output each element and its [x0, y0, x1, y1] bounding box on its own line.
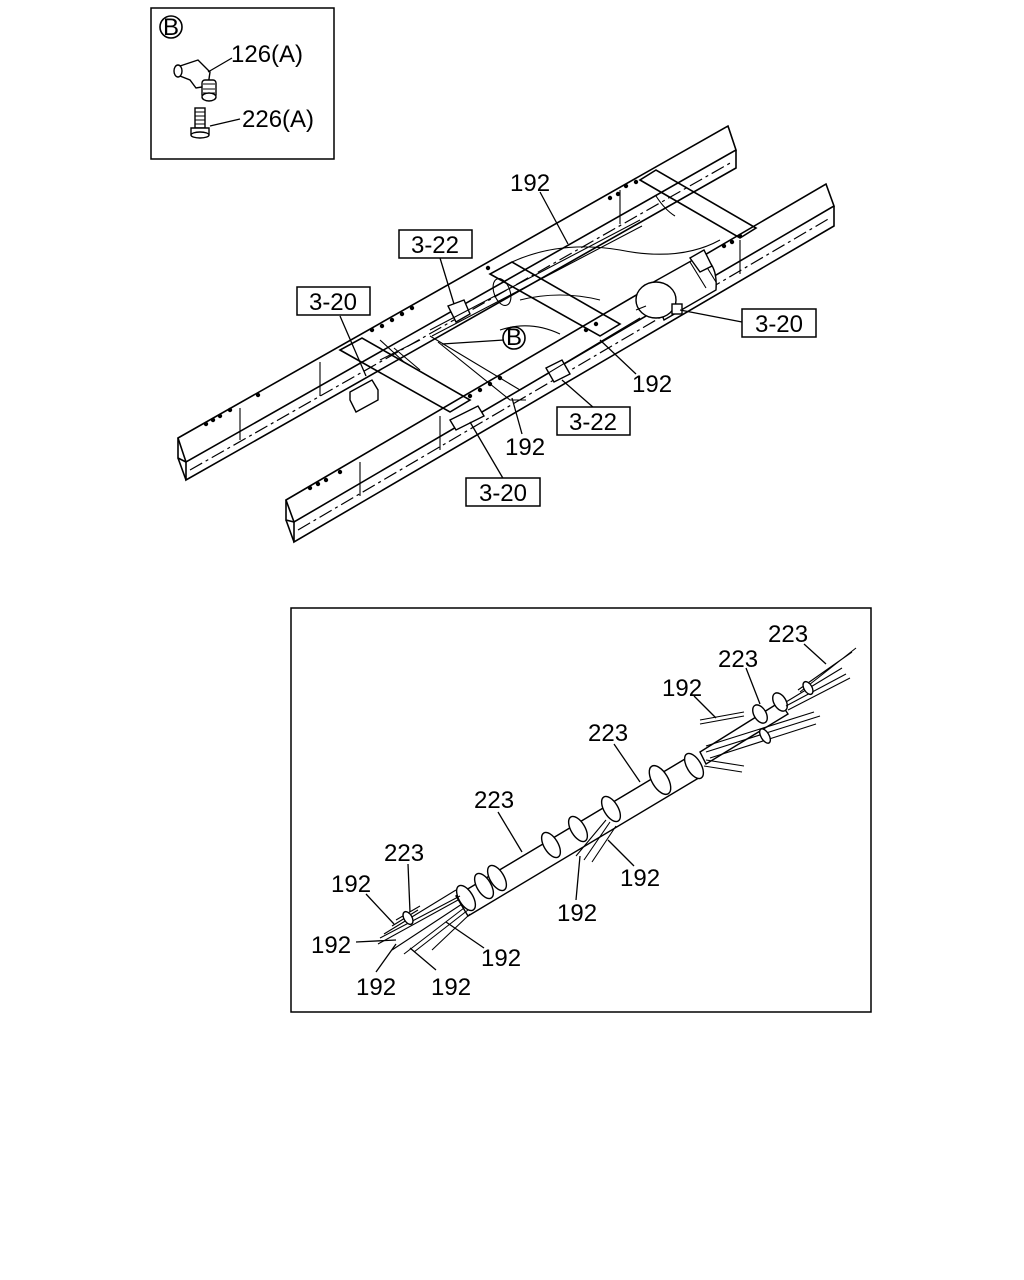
ref-label-3-22-center: 3-22 [569, 409, 617, 436]
leader-192-mid-right [607, 839, 635, 867]
tube-label-upper: 192 [662, 675, 702, 702]
frame-bolt-holes [203, 179, 743, 491]
ref-label-3-20-left: 3-20 [309, 289, 357, 316]
chassis-frame-view: 192 192 192 3-22 3-20 3-20 3-22 3-20 B [177, 124, 835, 544]
tube-label-left-bottom: 192 [431, 974, 471, 1001]
air-tubes [379, 219, 643, 401]
detail-b-marker: B [163, 14, 179, 41]
leader-192-left-top [365, 893, 395, 925]
bracket-left-icon [349, 379, 379, 413]
clamp-center-icon [545, 359, 571, 383]
elbow-fitting-icon [173, 59, 217, 102]
part-label-126a: 126(A) [231, 41, 303, 68]
detail-b-circle-icon [159, 15, 183, 39]
left-frame-rail [177, 124, 737, 482]
leader-marker-b [441, 339, 505, 345]
leader-226a [209, 118, 241, 127]
leader-3-22-center [561, 379, 595, 409]
leader-192-right [599, 339, 637, 375]
clip-label-left-mid: 223 [474, 787, 514, 814]
leader-192-left-mid [355, 939, 397, 943]
leader-192-mid-low [575, 855, 581, 901]
harness-detail-view: 223 223 192 223 223 223 192 192 192 192 … [290, 607, 872, 1013]
leader-192-center-low [445, 921, 485, 949]
leader-192-left-low [375, 943, 397, 973]
leader-223-top-right [803, 643, 827, 665]
tube-label-bottom: 192 [505, 434, 545, 461]
ref-label-3-20-right: 3-20 [755, 311, 803, 338]
leader-3-20-bottom [469, 421, 505, 481]
ref-box-3-20-bottom [465, 477, 541, 507]
clip-label-center: 223 [588, 720, 628, 747]
detail-b-inset: B 126(A) 226(A) [150, 7, 335, 160]
leader-3-20-left [339, 315, 367, 377]
air-tank-icon [635, 249, 717, 322]
leader-192-bottom [511, 397, 523, 435]
tube-label-mid-low: 192 [557, 900, 597, 927]
clamp-top-icon [447, 299, 471, 323]
clip-label-upper-mid: 223 [718, 646, 758, 673]
bracket-bottom-icon [449, 405, 485, 431]
part-label-226a: 226(A) [242, 106, 314, 133]
leader-126a [207, 57, 233, 73]
tube-label-top: 192 [510, 170, 550, 197]
tube-label-mid-right: 192 [620, 865, 660, 892]
ref-box-3-20-left [296, 286, 371, 316]
leader-223-center [613, 743, 641, 783]
leader-3-22-top [439, 257, 455, 305]
leader-192-top [539, 191, 569, 245]
ref-box-3-22-top [398, 229, 473, 259]
tube-label-right: 192 [632, 371, 672, 398]
ref-box-3-22-center [556, 406, 631, 436]
ref-label-3-20-bottom: 3-20 [479, 480, 527, 507]
tube-label-left-top: 192 [331, 871, 371, 898]
leader-192-left-bottom [409, 947, 437, 971]
harness-frame [290, 607, 872, 1013]
leader-3-20-right [679, 309, 743, 323]
marker-b-label: B [506, 324, 522, 351]
leader-223-left-mid [497, 811, 523, 853]
leader-192-upper [693, 695, 717, 719]
tube-bundle [377, 647, 857, 955]
leader-223-left [407, 863, 411, 913]
tube-label-center-low: 192 [481, 945, 521, 972]
marker-b-circle-icon [502, 326, 526, 350]
ref-box-3-20-right [741, 308, 817, 338]
cross-members [338, 169, 758, 413]
ref-label-3-22-top: 3-22 [411, 232, 459, 259]
tube-label-left-low: 192 [356, 974, 396, 1001]
tube-label-left-mid: 192 [311, 932, 351, 959]
detail-b-frame [150, 7, 335, 160]
clip-label-top-right: 223 [768, 621, 808, 648]
bolt-icon [190, 107, 210, 139]
brackets [349, 299, 571, 431]
clip-label-left: 223 [384, 840, 424, 867]
leader-223-upper-mid [745, 667, 761, 705]
